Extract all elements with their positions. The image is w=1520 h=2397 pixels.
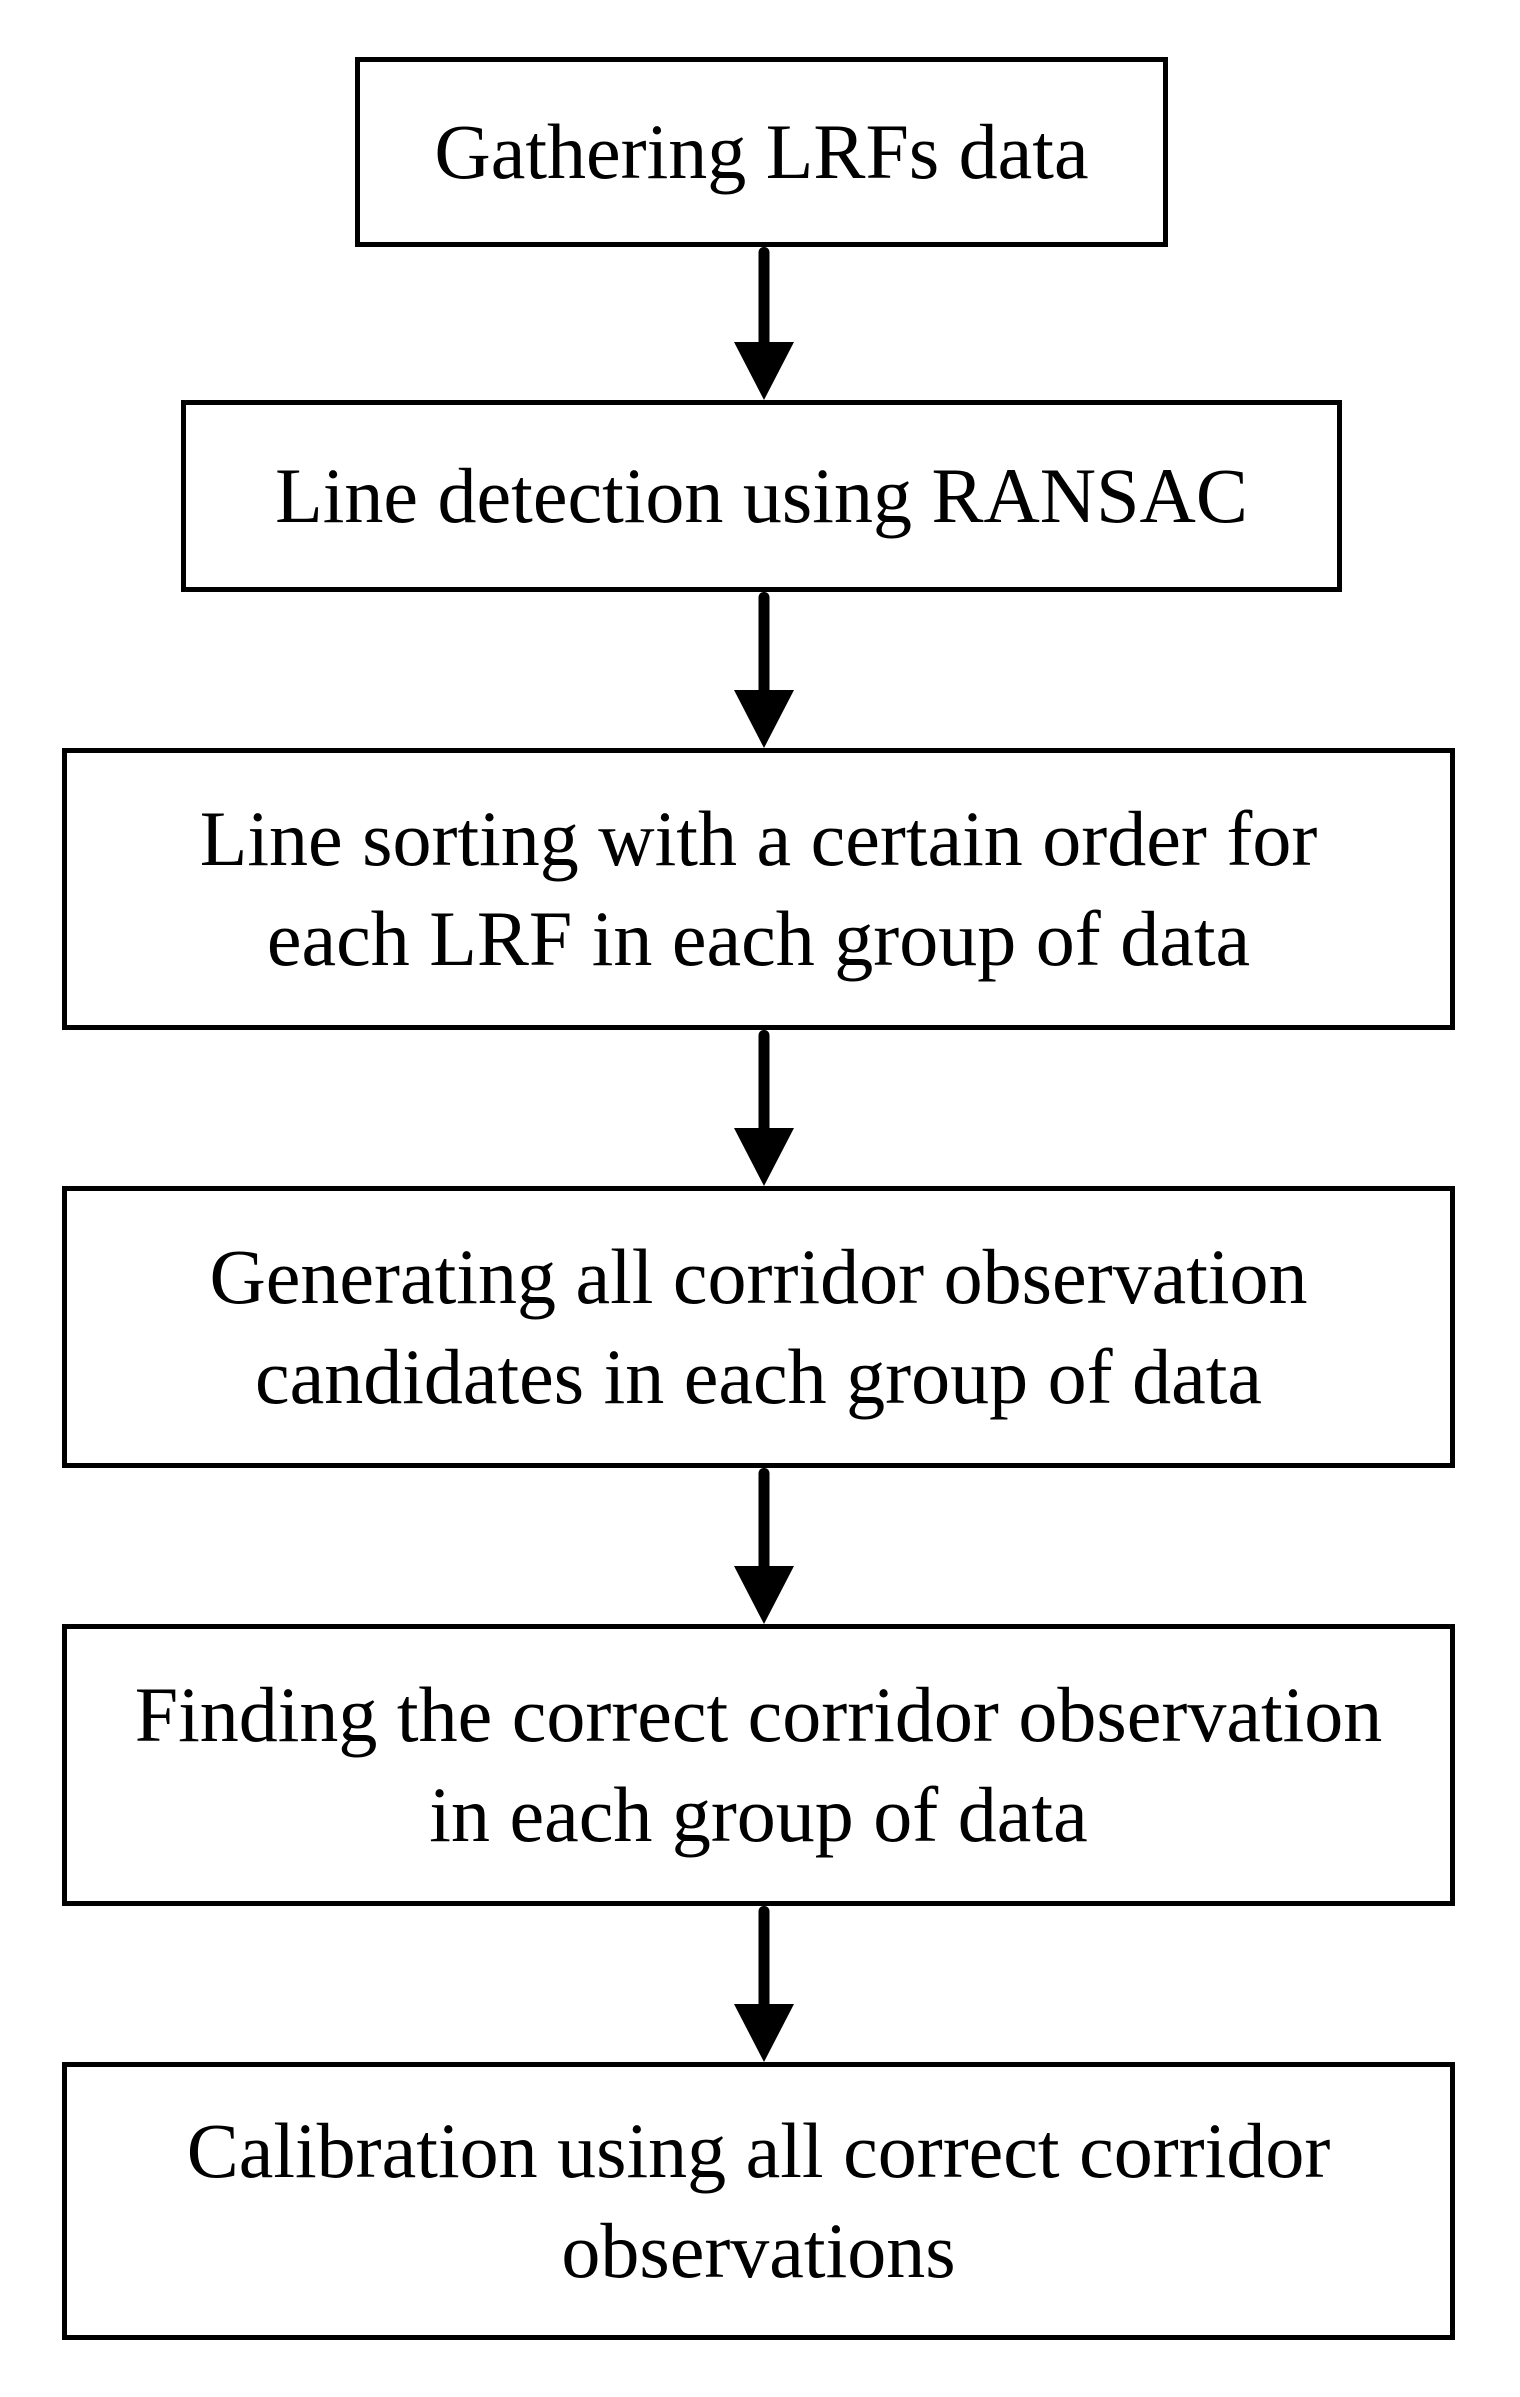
step-label: Generating all corridor observation cand… bbox=[209, 1233, 1308, 1420]
step-gathering-lrfs-data: Gathering LRFs data bbox=[355, 57, 1168, 247]
step-label: Calibration using all correct corridor o… bbox=[186, 2107, 1331, 2294]
arrow-stem bbox=[758, 592, 770, 696]
step-line-detection-ransac: Line detection using RANSAC bbox=[181, 400, 1342, 592]
step-calibration: Calibration using all correct corridor o… bbox=[62, 2062, 1455, 2340]
step-label: Finding the correct corridor observation… bbox=[134, 1671, 1383, 1858]
flow-arrow-1 bbox=[734, 247, 794, 400]
arrow-head-down-icon bbox=[734, 1566, 794, 1624]
step-generate-corridor-candidates: Generating all corridor observation cand… bbox=[62, 1186, 1455, 1468]
arrow-stem bbox=[758, 1906, 770, 2010]
arrow-stem bbox=[758, 247, 770, 348]
arrow-stem bbox=[758, 1030, 770, 1134]
flow-arrow-3 bbox=[734, 1030, 794, 1186]
flow-arrow-4 bbox=[734, 1468, 794, 1624]
flow-arrow-2 bbox=[734, 592, 794, 748]
step-label: Line detection using RANSAC bbox=[275, 452, 1248, 539]
step-label: Line sorting with a certain order for ea… bbox=[199, 795, 1318, 982]
arrow-head-down-icon bbox=[734, 690, 794, 748]
arrow-head-down-icon bbox=[734, 2004, 794, 2062]
arrow-head-down-icon bbox=[734, 342, 794, 400]
arrow-stem bbox=[758, 1468, 770, 1572]
step-find-correct-corridor-observation: Finding the correct corridor observation… bbox=[62, 1624, 1455, 1906]
flow-arrow-5 bbox=[734, 1906, 794, 2062]
step-label: Gathering LRFs data bbox=[434, 108, 1089, 195]
step-line-sorting: Line sorting with a certain order for ea… bbox=[62, 748, 1455, 1030]
arrow-head-down-icon bbox=[734, 1128, 794, 1186]
